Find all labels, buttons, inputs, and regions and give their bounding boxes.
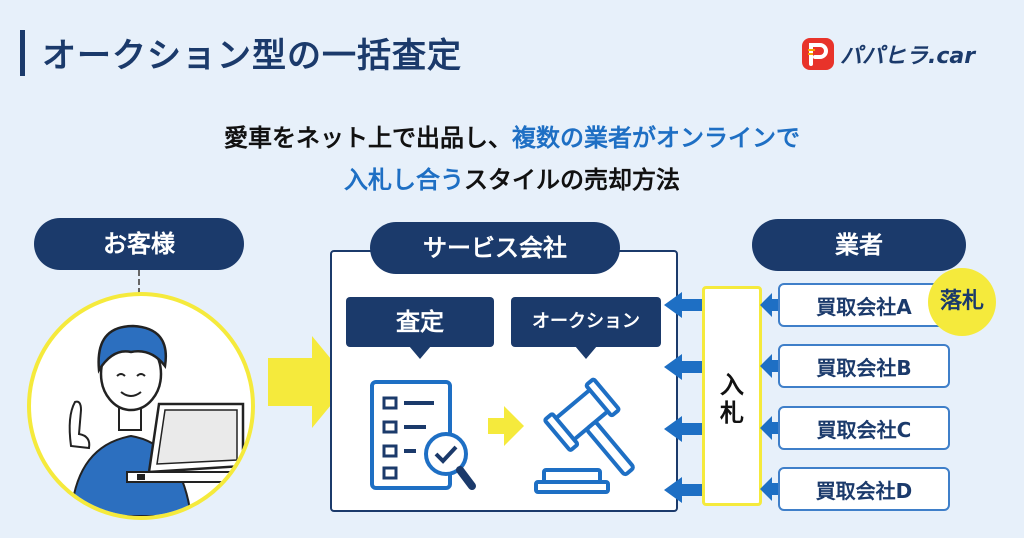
company-c: 買取会社C [778, 406, 950, 450]
bid-arrow [664, 292, 704, 318]
company-arrow [760, 416, 782, 440]
auction-callout: オークション [511, 297, 661, 347]
bid-arrow [664, 354, 704, 380]
assessment-to-auction-arrow [488, 406, 524, 446]
winning-bid-badge: 落札 [928, 268, 996, 336]
subtitle-line2-plain: スタイルの売却方法 [464, 166, 680, 194]
assessment-callout: 査定 [346, 297, 494, 347]
customer-illustration [27, 292, 255, 520]
subtitle-line-1: 愛車をネット上で出品し、複数の業者がオンラインで [0, 118, 1024, 153]
person-with-laptop-icon [68, 324, 248, 516]
brand-logo: パパヒラ.car [800, 36, 1000, 76]
assessment-callout-tail [409, 346, 431, 359]
gavel-icon [534, 377, 635, 494]
bid-arrow [664, 477, 704, 503]
customer-to-service-arrow [268, 336, 350, 428]
service-company-label: サービス会社 [370, 222, 620, 274]
subtitle-line-2: 入札し合うスタイルの売却方法 [0, 160, 1024, 195]
title-accent-bar [20, 30, 25, 76]
customer-label: お客様 [34, 218, 244, 270]
bid-column [702, 286, 762, 506]
company-arrow [760, 293, 782, 317]
page-title: オークション型の一括査定 [42, 36, 462, 76]
company-arrow [760, 477, 782, 501]
subtitle-line1-accent: 複数の業者がオンラインで [512, 124, 800, 152]
company-b: 買取会社B [778, 344, 950, 388]
bid-arrow [664, 416, 704, 442]
checklist-magnifier-icon [370, 380, 476, 490]
subtitle-line1-plain: 愛車をネット上で出品し、 [224, 124, 512, 152]
company-a: 買取会社A [778, 283, 950, 327]
customer-connector [138, 270, 140, 294]
bid-label: 入札 [720, 371, 744, 427]
subtitle-line2-accent: 入札し合う [344, 166, 464, 194]
business-label: 業者 [752, 219, 966, 271]
company-arrow [760, 354, 782, 378]
company-d: 買取会社D [778, 467, 950, 511]
auction-callout-tail [575, 346, 597, 359]
logo-text: パパヒラ.car [840, 44, 976, 69]
logo-p-icon [802, 38, 834, 70]
